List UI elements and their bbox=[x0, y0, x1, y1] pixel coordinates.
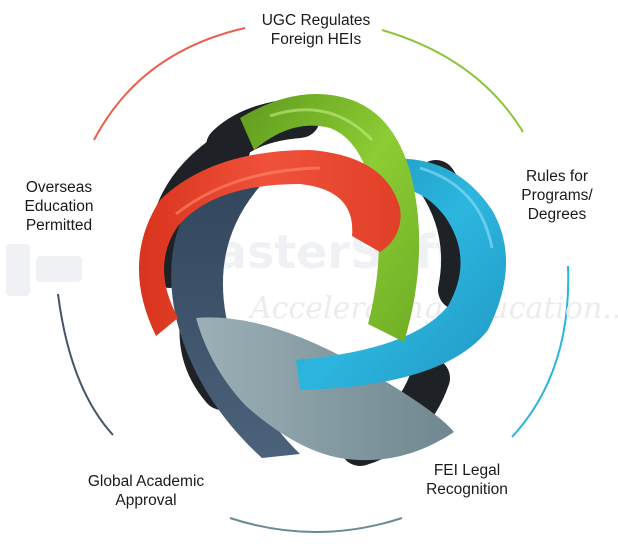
watermark-tagline: Accelerating education... bbox=[247, 291, 618, 326]
outer-arc-top-left bbox=[93, 27, 246, 141]
watermark: MasterSoft Accelerating education... bbox=[6, 225, 618, 326]
outer-arc-left bbox=[57, 293, 114, 436]
outer-arc-bottom bbox=[229, 517, 403, 533]
ring-navy bbox=[171, 168, 300, 458]
label-global-academic-approval: Global Academic Approval bbox=[87, 473, 205, 509]
label-ugc-regulates: UGC Regulates Foreign HEIs bbox=[261, 12, 371, 48]
label-rules-for-programs: Rules for Programs/ Degrees bbox=[521, 168, 593, 223]
ring-highlight-green bbox=[269, 108, 374, 142]
watermark-logo-mark bbox=[6, 244, 30, 296]
label-overseas-education: Overseas Education Permitted bbox=[24, 179, 94, 234]
watermark-logo-mark-2 bbox=[36, 256, 82, 282]
ring-green bbox=[240, 94, 420, 342]
label-fei-legal-recognition: FEI Legal Recognition bbox=[426, 462, 508, 498]
ring-highlight-red bbox=[175, 166, 321, 216]
ring-highlight-blue bbox=[419, 166, 494, 249]
outer-arc-top-right bbox=[381, 29, 524, 133]
ring-blue bbox=[296, 158, 507, 390]
outer-arc-right bbox=[511, 265, 570, 438]
